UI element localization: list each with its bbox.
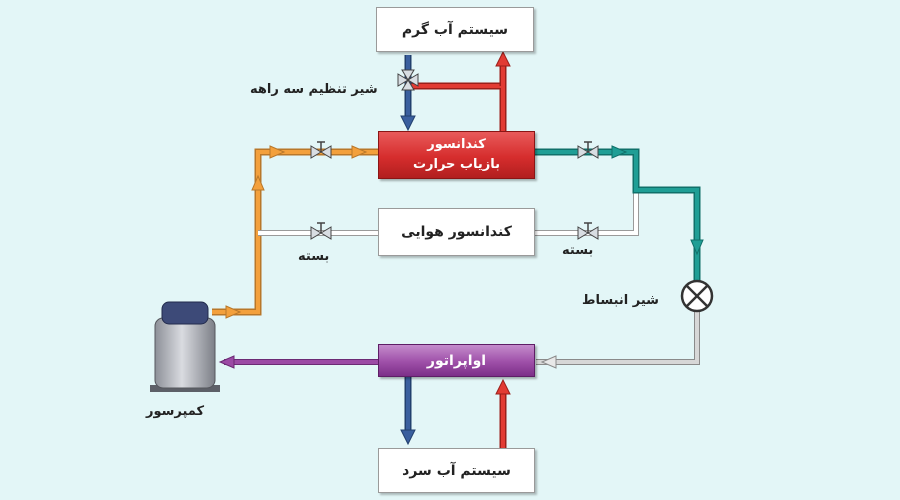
flow-arrow bbox=[218, 355, 235, 369]
air-condenser-label: کندانسور هوایی bbox=[401, 224, 512, 240]
hot-water-system-label: سیستم آب گرم bbox=[401, 21, 509, 38]
suction-line bbox=[218, 355, 378, 369]
cold-water-return bbox=[400, 377, 416, 446]
flow-arrow bbox=[540, 355, 557, 369]
cold-water-system-label: سیستم آب سرد bbox=[402, 462, 511, 479]
hot-water-system-box: سیستم آب گرم bbox=[376, 7, 534, 52]
compressor-icon bbox=[150, 301, 220, 392]
hot-water-return bbox=[400, 55, 416, 132]
air-condenser-box: کندانسور هوایی bbox=[378, 208, 535, 256]
evaporator-box: اواپراتور bbox=[378, 344, 535, 377]
flow-arrow bbox=[495, 50, 511, 67]
heat-recovery-condenser-line2: بازیاب حرارت bbox=[412, 157, 501, 172]
three-way-valve-icon bbox=[397, 69, 419, 91]
flow-arrow bbox=[690, 239, 704, 256]
closed-label-right: بسته bbox=[562, 243, 594, 258]
flow-arrow bbox=[495, 378, 511, 395]
idle-line-right bbox=[535, 190, 639, 236]
expansion-valve-icon bbox=[680, 279, 714, 313]
expansion-valve-label: شیر انبساط bbox=[582, 293, 659, 308]
valve-closed-right bbox=[577, 222, 599, 240]
heat-recovery-condenser-line1: کندانسور bbox=[427, 137, 486, 152]
flow-arrow bbox=[351, 145, 368, 159]
flow-arrow bbox=[400, 429, 416, 446]
liquid-line bbox=[535, 145, 704, 282]
valve-liquid bbox=[577, 141, 599, 159]
flow-arrow bbox=[269, 145, 286, 159]
closed-label-left: بسته bbox=[298, 249, 330, 264]
cold-water-supply bbox=[495, 378, 511, 448]
expansion-line bbox=[536, 310, 700, 369]
flow-arrow bbox=[611, 145, 628, 159]
flow-arrow bbox=[251, 174, 265, 191]
hot-water-supply bbox=[410, 50, 511, 131]
three-way-valve-label: شیر تنظیم سه راهه bbox=[250, 82, 378, 97]
flow-arrow bbox=[400, 115, 416, 132]
compressor-label: کمپرسور bbox=[146, 404, 205, 419]
evaporator-label: اواپراتور bbox=[426, 352, 487, 369]
flow-arrow bbox=[225, 305, 242, 319]
valve-closed-left bbox=[310, 222, 332, 240]
cold-water-system-box: سیستم آب سرد bbox=[378, 448, 535, 493]
heat-recovery-condenser-box: کندانسور بازیاب حرارت bbox=[378, 131, 535, 179]
valve-hot-gas bbox=[310, 141, 332, 159]
